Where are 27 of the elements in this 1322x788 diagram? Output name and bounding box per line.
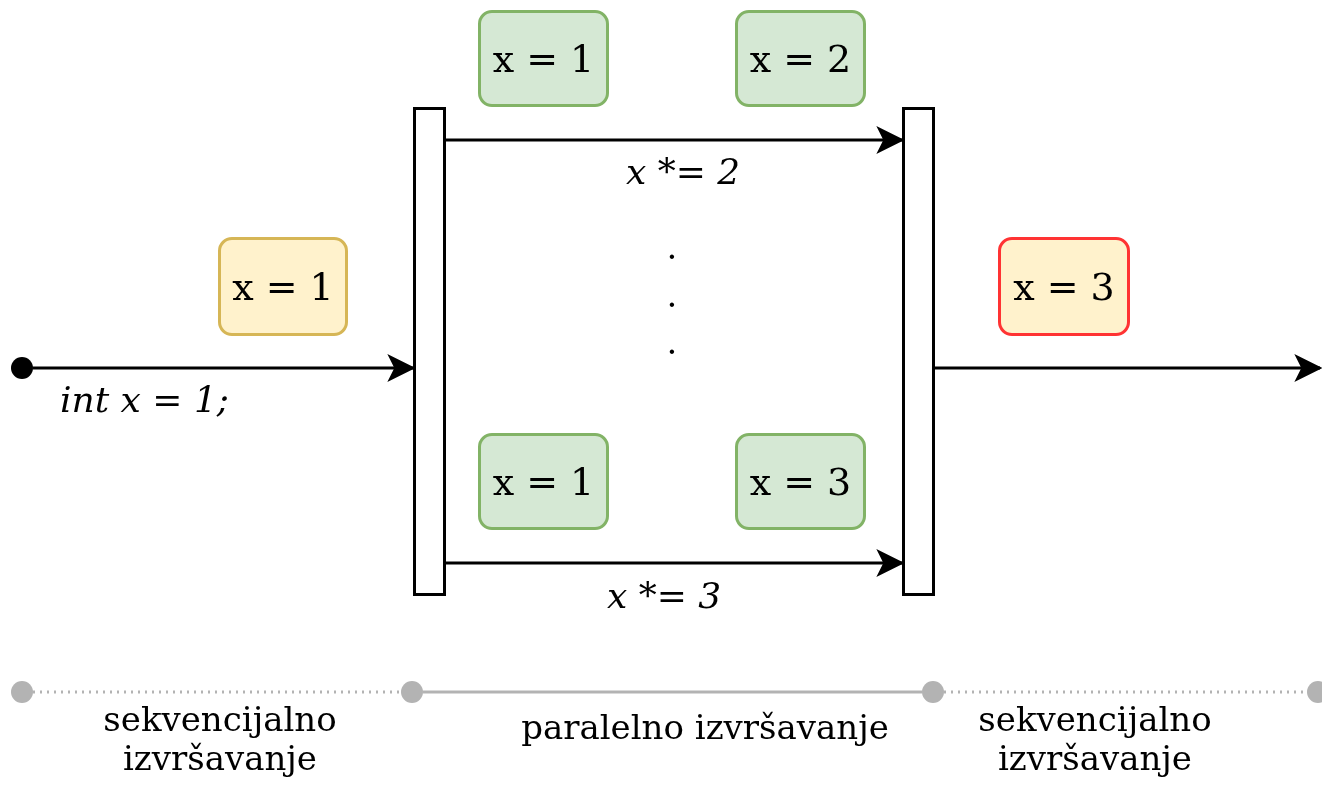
- ellipsis-dot: .: [665, 228, 679, 268]
- value-box: [735, 433, 866, 530]
- sync-bar: [413, 107, 446, 596]
- timeline-dot: [922, 681, 944, 703]
- timeline-dot: [11, 681, 33, 703]
- value-box: [998, 237, 1130, 336]
- value-text: x = 2: [749, 36, 852, 81]
- timeline-line: [33, 690, 401, 694]
- phase-label: sekvencijalno izvršavanje: [102, 700, 338, 779]
- value-box: [218, 237, 348, 336]
- value-text: x = 1: [232, 264, 334, 309]
- timeline-dot: [401, 681, 423, 703]
- value-text: x = 3: [1013, 264, 1115, 309]
- timeline-line: [423, 690, 922, 694]
- phase-label: paralelno izvršavanje: [520, 708, 890, 748]
- value-text: x = 1: [492, 36, 595, 81]
- value-box: [478, 433, 609, 530]
- value-box: [735, 10, 866, 107]
- sync-bar: [902, 107, 935, 596]
- value-box: [478, 10, 609, 107]
- ellipsis-dot: .: [665, 323, 679, 363]
- value-text: x = 3: [749, 459, 852, 504]
- value-text: x = 1: [492, 459, 595, 504]
- arrow: [935, 354, 1322, 382]
- ellipsis-dot: .: [665, 276, 679, 316]
- phase-label: sekvencijalno izvršavanje: [977, 700, 1213, 779]
- start-dot: [11, 357, 33, 379]
